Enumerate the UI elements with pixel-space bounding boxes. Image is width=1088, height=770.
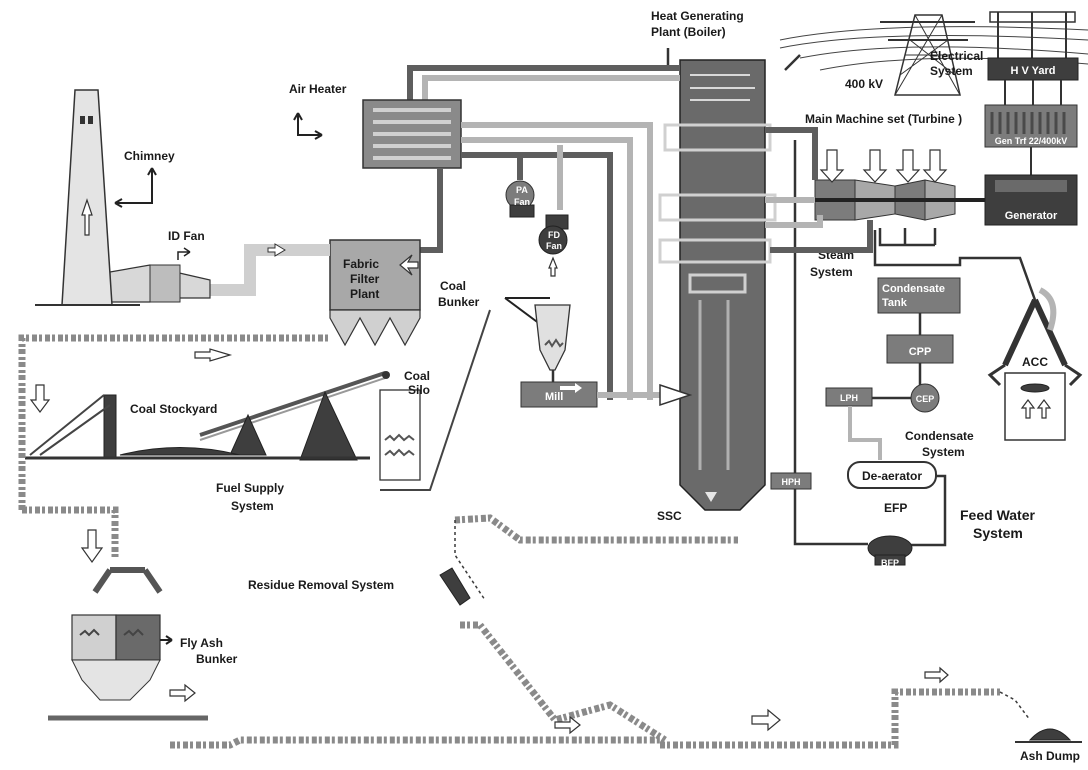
deaerator: De-aerator bbox=[847, 461, 937, 489]
coal-bunker-label-1: Coal bbox=[440, 279, 466, 293]
feed-water-label-2: System bbox=[973, 525, 1023, 541]
fly-ash-label-2: Bunker bbox=[196, 652, 238, 666]
coal-silo bbox=[379, 389, 421, 481]
generator: Generator bbox=[984, 174, 1078, 226]
acc-label: ACC bbox=[1022, 355, 1048, 369]
coal-stockyard-label: Coal Stockyard bbox=[130, 402, 217, 416]
coal-bunker-label-2: Bunker bbox=[438, 295, 480, 309]
hv-yard: H V Yard bbox=[987, 11, 1079, 105]
heat-plant-label-2: Plant (Boiler) bbox=[651, 25, 726, 39]
heat-plant-label-1: Heat Generating bbox=[651, 9, 744, 23]
fd-fan-label-2: Fan bbox=[546, 241, 562, 251]
air-heater-label: Air Heater bbox=[289, 82, 347, 96]
gen-trf-label: Gen Trf 22/400kV bbox=[995, 136, 1068, 146]
coal-bunker bbox=[534, 304, 571, 382]
cpp-label: CPP bbox=[909, 346, 932, 358]
hph-unit: HPH bbox=[770, 472, 812, 490]
fly-ash-label-1: Fly Ash bbox=[180, 636, 223, 650]
condensate-system-label-2: System bbox=[922, 445, 965, 459]
ash-dump bbox=[1015, 728, 1082, 743]
fly-ash-bunker bbox=[48, 567, 208, 721]
air-heater bbox=[362, 99, 462, 169]
main-machine-label: Main Machine set (Turbine ) bbox=[805, 112, 962, 126]
residue-label: Residue Removal System bbox=[248, 578, 394, 592]
fuel-supply-label-1: Fuel Supply bbox=[216, 481, 284, 495]
efp-label: EFP bbox=[884, 501, 907, 515]
id-fan-duct bbox=[109, 264, 211, 303]
mill: Mill bbox=[520, 381, 598, 408]
coal-silo-label-1: Coal bbox=[404, 369, 430, 383]
fabric-label-3: Plant bbox=[350, 287, 379, 301]
coal-silo-label-2: Silo bbox=[408, 383, 430, 397]
ssc-label: SSC bbox=[657, 509, 682, 523]
fabric-label-2: Filter bbox=[350, 272, 380, 286]
acc-air-cooled-condenser: ACC bbox=[987, 298, 1083, 441]
fd-fan-label-1: FD bbox=[548, 230, 560, 240]
ash-dump-label: Ash Dump bbox=[1020, 749, 1080, 763]
deaerator-label: De-aerator bbox=[862, 469, 922, 483]
electrical-label-1: Electrical bbox=[930, 49, 983, 63]
id-fan-label: ID Fan bbox=[168, 229, 205, 243]
boiler bbox=[658, 59, 777, 511]
turbine bbox=[814, 149, 985, 221]
electrical-label-2: System bbox=[930, 64, 973, 78]
feed-water-label-1: Feed Water bbox=[960, 507, 1035, 523]
condensate-tank-label-2: Tank bbox=[882, 297, 908, 309]
chimney-icon bbox=[35, 89, 140, 306]
pa-fan-label-1: PA bbox=[516, 185, 528, 195]
lph-unit: LPH bbox=[825, 387, 873, 407]
condensate-tank: Condensate Tank bbox=[877, 277, 961, 314]
steam-label-2: System bbox=[810, 265, 853, 279]
kv400-label: 400 kV bbox=[845, 77, 883, 91]
generator-transformer: Gen Trf 22/400kV bbox=[984, 104, 1078, 148]
chimney-label: Chimney bbox=[124, 149, 175, 163]
fabric-label-1: Fabric bbox=[343, 257, 379, 271]
pa-fan-icon: PA Fan bbox=[505, 180, 535, 218]
cpp-unit: CPP bbox=[886, 334, 954, 364]
coal-stockyard bbox=[25, 371, 390, 461]
fd-fan-icon: FD Fan bbox=[538, 214, 569, 277]
hv-yard-label: H V Yard bbox=[1010, 65, 1055, 77]
fuel-supply-label-2: System bbox=[231, 499, 274, 513]
bfp-pump-icon: BFP bbox=[867, 535, 913, 568]
hph-label: HPH bbox=[781, 477, 800, 487]
condensate-system-label-1: Condensate bbox=[905, 429, 974, 443]
lph-label: LPH bbox=[840, 393, 858, 403]
fabric-filter-plant: Fabric Filter Plant bbox=[329, 239, 421, 347]
generator-label: Generator bbox=[1005, 210, 1058, 222]
mill-label: Mill bbox=[545, 391, 563, 403]
transmission-tower-icon bbox=[880, 14, 975, 96]
ash-conveyor bbox=[18, 334, 1031, 749]
pa-fan-label-2: Fan bbox=[514, 197, 530, 207]
cep-pump-icon: CEP bbox=[910, 383, 940, 413]
condensate-tank-label-1: Condensate bbox=[882, 283, 945, 295]
bfp-label: BFP bbox=[881, 558, 899, 568]
cep-label: CEP bbox=[916, 394, 935, 404]
